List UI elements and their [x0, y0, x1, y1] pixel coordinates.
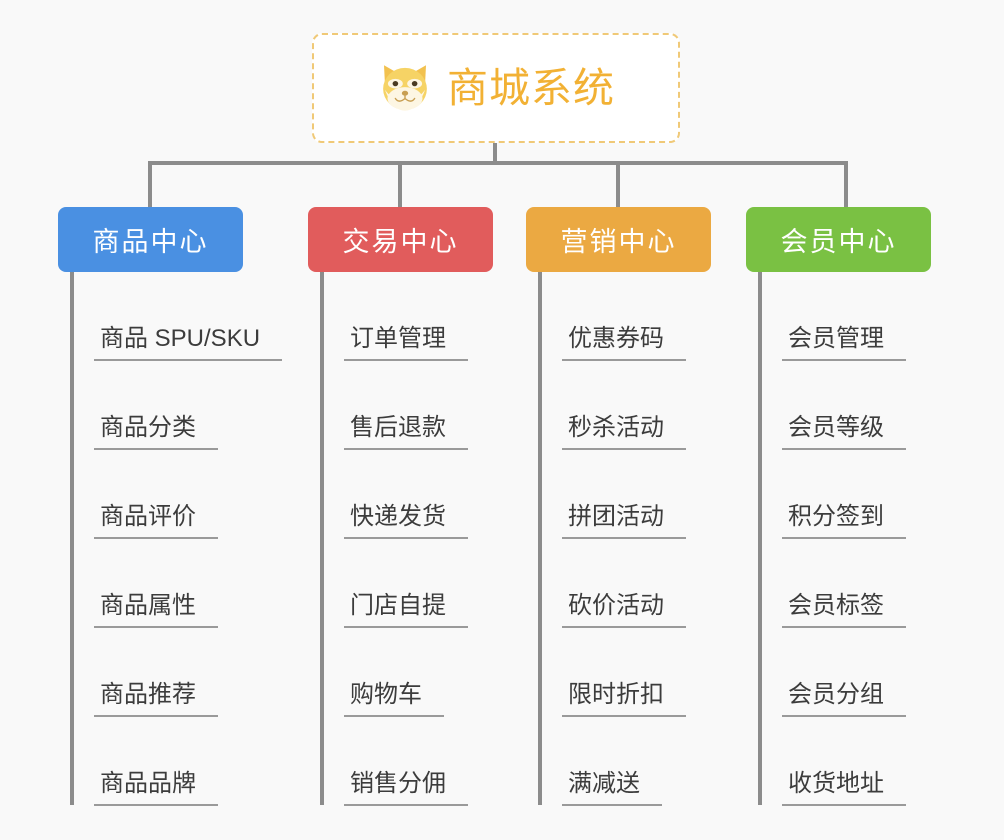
list-item[interactable]: 门店自提	[320, 539, 528, 628]
leaf-label: 优惠券码	[562, 325, 686, 361]
list-item[interactable]: 快递发货	[320, 450, 528, 539]
list-item[interactable]: 会员管理	[758, 272, 966, 361]
leaf-label: 购物车	[344, 681, 444, 717]
leaf-label: 门店自提	[344, 592, 468, 628]
leaf-label: 会员分组	[782, 681, 906, 717]
list-item[interactable]: 满减送	[538, 717, 746, 806]
branch-column-3: 营销中心 优惠券码 秒杀活动 拼团活动 砍价活动 限时折扣 满减送	[526, 207, 746, 806]
list-item[interactable]: 销售分佣	[320, 717, 528, 806]
shiba-dog-face-icon	[383, 65, 427, 111]
leaf-label: 会员管理	[782, 325, 906, 361]
leaf-label: 商品分类	[94, 414, 218, 450]
leaf-label: 订单管理	[344, 325, 468, 361]
connector-drop-1	[148, 161, 152, 207]
leaf-label: 拼团活动	[562, 503, 686, 539]
leaf-label: 收货地址	[782, 770, 906, 806]
category-header-1[interactable]: 商品中心	[58, 207, 243, 272]
list-item[interactable]: 收货地址	[758, 717, 966, 806]
connector-root-stem	[493, 143, 497, 164]
category-header-3[interactable]: 营销中心	[526, 207, 711, 272]
column-rail-3	[538, 272, 542, 805]
list-item[interactable]: 会员等级	[758, 361, 966, 450]
list-item[interactable]: 积分签到	[758, 450, 966, 539]
list-item[interactable]: 订单管理	[320, 272, 528, 361]
leaf-label: 限时折扣	[562, 681, 686, 717]
list-item[interactable]: 砍价活动	[538, 539, 746, 628]
list-item[interactable]: 限时折扣	[538, 628, 746, 717]
leaf-label: 商品品牌	[94, 770, 218, 806]
column-rail-2	[320, 272, 324, 805]
list-item[interactable]: 优惠券码	[538, 272, 746, 361]
leaf-label: 秒杀活动	[562, 414, 686, 450]
category-header-4[interactable]: 会员中心	[746, 207, 931, 272]
list-item[interactable]: 拼团活动	[538, 450, 746, 539]
connector-drop-2	[398, 161, 402, 207]
leaf-label: 满减送	[562, 770, 662, 806]
connector-drop-3	[616, 161, 620, 207]
connector-horizontal-bus	[148, 161, 848, 165]
list-item[interactable]: 商品 SPU/SKU	[70, 272, 283, 361]
root-node[interactable]: 商城系统	[312, 33, 680, 143]
leaf-label: 商品属性	[94, 592, 218, 628]
leaf-list-1: 商品 SPU/SKU 商品分类 商品评价 商品属性 商品推荐 商品品牌	[70, 272, 283, 806]
leaf-label: 会员等级	[782, 414, 906, 450]
category-header-2[interactable]: 交易中心	[308, 207, 493, 272]
branch-column-4: 会员中心 会员管理 会员等级 积分签到 会员标签 会员分组 收货地址	[746, 207, 966, 806]
leaf-label: 积分签到	[782, 503, 906, 539]
leaf-list-3: 优惠券码 秒杀活动 拼团活动 砍价活动 限时折扣 满减送	[538, 272, 746, 806]
list-item[interactable]: 购物车	[320, 628, 528, 717]
list-item[interactable]: 商品品牌	[70, 717, 278, 806]
leaf-label: 快递发货	[344, 503, 468, 539]
leaf-label: 售后退款	[344, 414, 468, 450]
branch-column-2: 交易中心 订单管理 售后退款 快递发货 门店自提 购物车 销售分佣	[308, 207, 528, 806]
list-item[interactable]: 商品属性	[70, 539, 278, 628]
list-item[interactable]: 商品分类	[70, 361, 278, 450]
leaf-label: 商品评价	[94, 503, 218, 539]
list-item[interactable]: 售后退款	[320, 361, 528, 450]
leaf-list-4: 会员管理 会员等级 积分签到 会员标签 会员分组 收货地址	[758, 272, 966, 806]
leaf-label: 商品推荐	[94, 681, 218, 717]
leaf-label: 商品 SPU/SKU	[94, 325, 283, 361]
leaf-list-2: 订单管理 售后退款 快递发货 门店自提 购物车 销售分佣	[320, 272, 528, 806]
list-item[interactable]: 会员分组	[758, 628, 966, 717]
leaf-label: 销售分佣	[344, 770, 468, 806]
connector-drop-4	[844, 161, 848, 207]
branch-column-1: 商品中心 商品 SPU/SKU 商品分类 商品评价 商品属性 商品推荐 商品品牌	[58, 207, 283, 806]
root-node-label: 商城系统	[447, 64, 615, 111]
list-item[interactable]: 商品评价	[70, 450, 278, 539]
list-item[interactable]: 商品推荐	[70, 628, 278, 717]
column-rail-4	[758, 272, 762, 805]
leaf-label: 砍价活动	[562, 592, 686, 628]
list-item[interactable]: 会员标签	[758, 539, 966, 628]
leaf-label: 会员标签	[782, 592, 906, 628]
list-item[interactable]: 秒杀活动	[538, 361, 746, 450]
column-rail-1	[70, 272, 74, 805]
